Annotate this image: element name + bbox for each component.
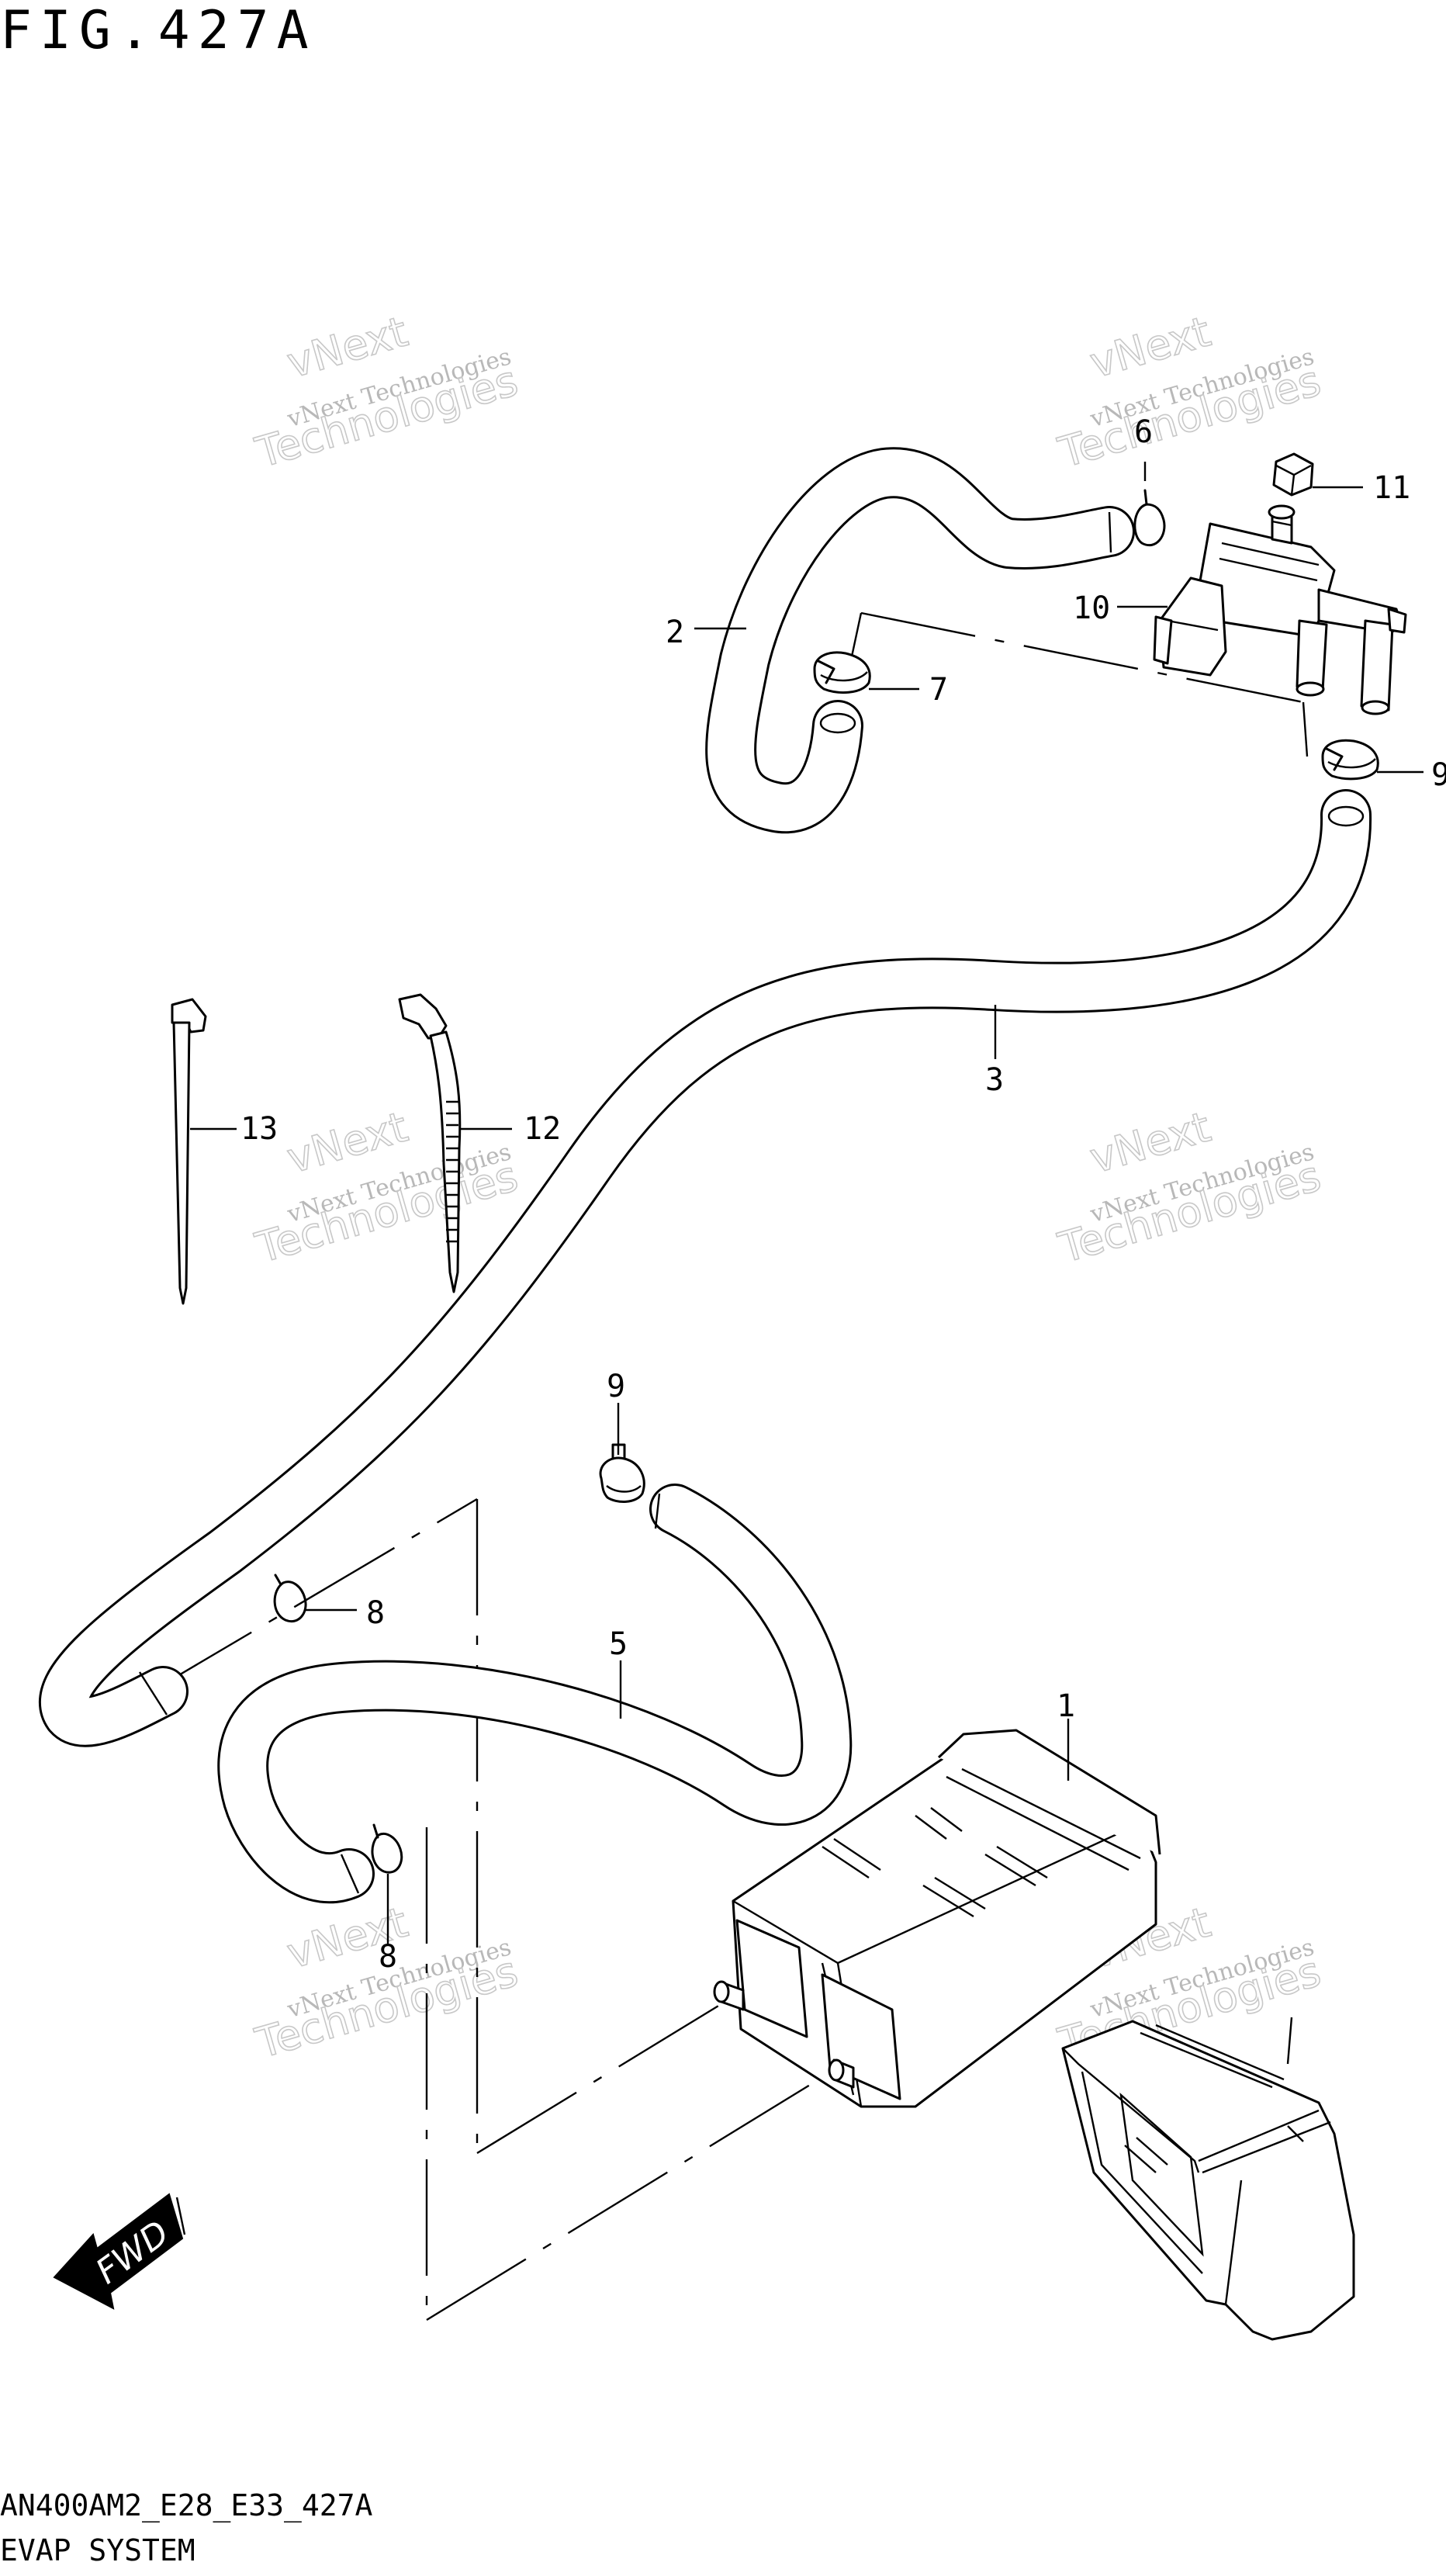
nut-11 (1272, 452, 1314, 497)
clamp-7 (813, 651, 871, 694)
callout-8-upper: 8 (366, 1595, 385, 1631)
model-code: AN400AM2_E28_E33_427A (0, 2488, 373, 2523)
hose-5 (217, 1484, 853, 1904)
callout-6: 6 (1134, 414, 1153, 450)
figure-title: FIG.427A (0, 0, 317, 61)
watermark-middle-left: vNext vNext Technologies Technologies (250, 1102, 524, 1273)
callout-3: 3 (985, 1062, 1004, 1098)
watermark-top-right: vNext vNext Technologies Technologies (1053, 306, 1327, 478)
clamp-9-upper (1321, 739, 1379, 781)
callout-10: 10 (1073, 590, 1110, 626)
group-name: EVAP SYSTEM (0, 2533, 195, 2567)
hose-2 (705, 447, 1135, 834)
callout-13: 13 (240, 1111, 278, 1147)
cable-tie-12 (398, 993, 462, 1293)
clamp-8-lower (371, 1823, 403, 1874)
callout-9-upper: 9 (1431, 757, 1446, 793)
watermark-middle-right: vNext vNext Technologies Technologies (1053, 1102, 1327, 1273)
purge-valve-10 (1153, 504, 1407, 715)
watermark-top-left: vNext vNext Technologies Technologies (250, 306, 524, 478)
fwd-arrow-icon: FWD (53, 2193, 186, 2310)
hose-3 (39, 789, 1372, 1747)
canister-bracket (1061, 2020, 1355, 2341)
callout-labels: 1 2 3 5 6 7 8 8 9 9 10 11 12 13 (240, 414, 1446, 1975)
routing-lines (150, 611, 1309, 2322)
watermark-bottom-left: vNext vNext Technologies Technologies (250, 1897, 524, 2069)
callout-9-lower: 9 (607, 1369, 625, 1404)
clamp-6 (1133, 489, 1166, 547)
clamp-8-upper (273, 1574, 307, 1623)
callout-1: 1 (1057, 1688, 1075, 1724)
cable-tie-13 (171, 998, 207, 1305)
canister-1 (713, 1729, 1161, 2108)
callout-8-lower: 8 (379, 1939, 397, 1975)
callout-12: 12 (524, 1111, 561, 1147)
callout-7: 7 (929, 672, 948, 708)
leader-lines (190, 462, 1424, 2065)
callout-2: 2 (666, 615, 684, 650)
callout-11: 11 (1373, 470, 1410, 506)
callout-5: 5 (609, 1626, 628, 1662)
clamp-9-lower (599, 1443, 645, 1503)
